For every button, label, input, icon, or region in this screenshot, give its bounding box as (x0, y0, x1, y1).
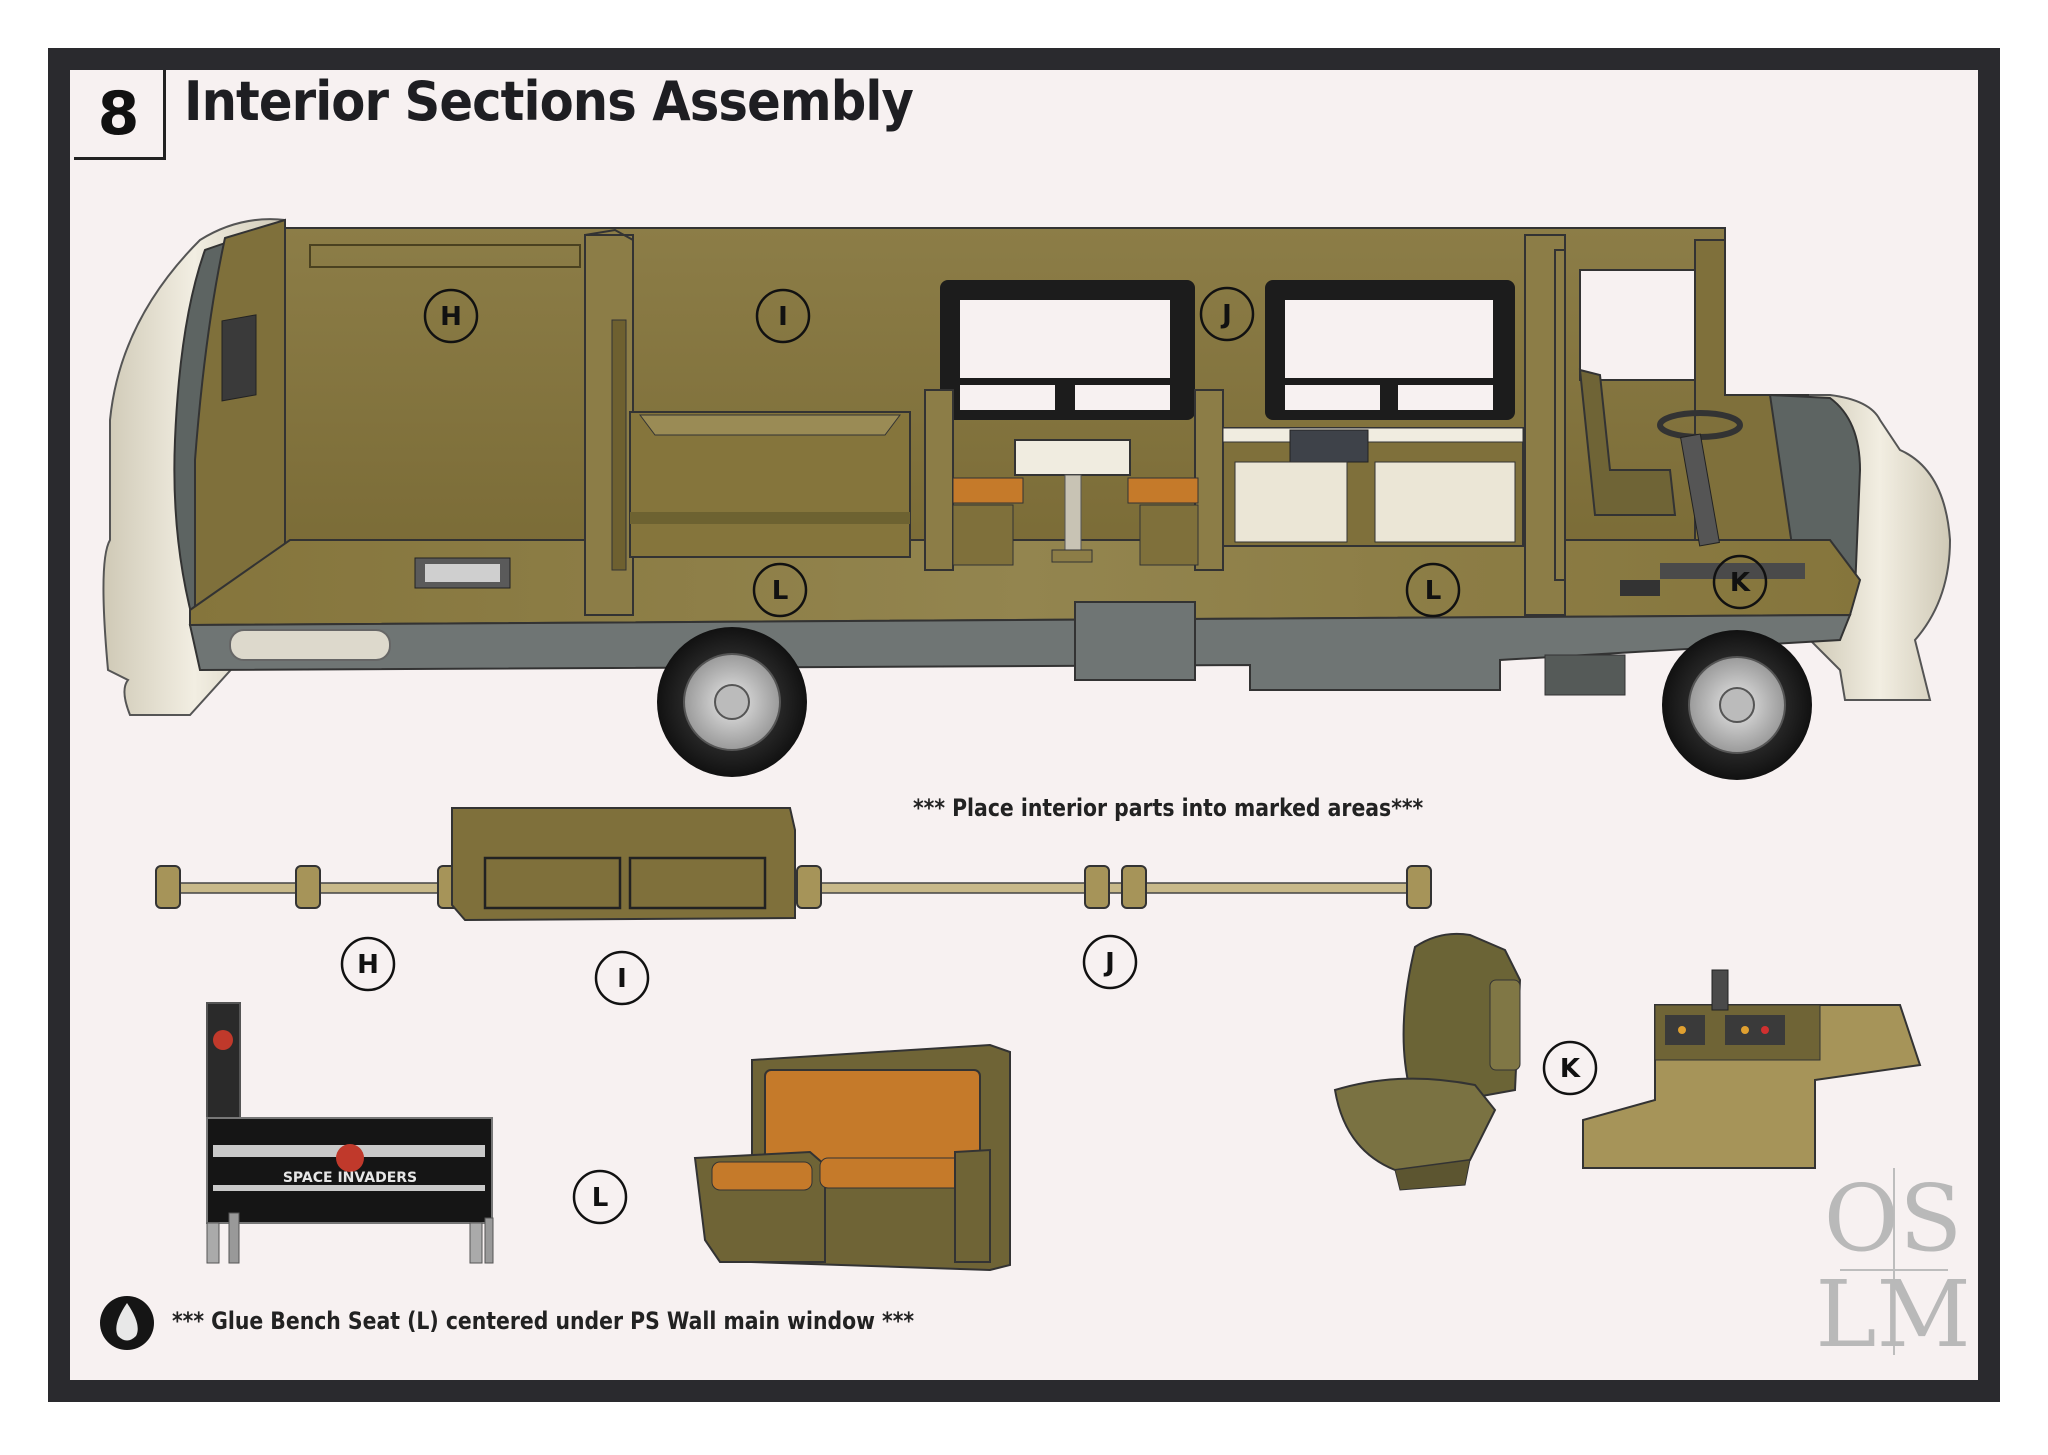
driver-seat-installed (1578, 368, 1677, 516)
callout-l-top-left: L (752, 562, 808, 618)
callout-j-part: J (1082, 934, 1138, 990)
dinette-back-left (924, 389, 954, 571)
svg-text:J: J (1103, 948, 1115, 978)
dinette-back-right (1194, 389, 1224, 571)
glue-drop-icon (100, 1296, 154, 1350)
callout-i-top: I (755, 288, 811, 344)
svg-text:LM: LM (1815, 1261, 1970, 1368)
svg-text:I: I (778, 302, 788, 332)
rear-window (221, 314, 257, 402)
callout-h-top: H (423, 288, 479, 344)
driver-seat-part (1333, 932, 1522, 1191)
callout-i-part: I (594, 950, 650, 1006)
pinball-marquee: SPACE INVADERS (283, 1170, 417, 1186)
callout-k-part: K (1542, 1040, 1598, 1096)
callout-l-top-right: L (1405, 562, 1461, 618)
svg-text:I: I (617, 964, 627, 994)
svg-text:L: L (592, 1183, 609, 1213)
svg-text:H: H (440, 302, 462, 332)
svg-text:H: H (357, 950, 379, 980)
wall-panel-i (451, 807, 796, 922)
callout-l-part: L (572, 1169, 628, 1225)
dinette-table (1014, 439, 1131, 476)
svg-text:K: K (1730, 568, 1751, 598)
svg-text:J: J (1220, 300, 1232, 330)
svg-text:L: L (772, 576, 789, 606)
svg-text:K: K (1560, 1054, 1581, 1084)
callout-h-part: H (340, 936, 396, 992)
part-callouts: H I J K L (340, 934, 1598, 1225)
pinball-machine-part: SPACE INVADERS (206, 1002, 494, 1264)
rear-wheel (657, 627, 807, 777)
bench-seat-part (693, 1043, 1011, 1272)
rv-cutaway (102, 218, 1952, 780)
page-title: Interior Sections Assembly (184, 70, 914, 133)
step-number: 8 (74, 70, 166, 160)
oslm-logo: OS LM (1815, 1165, 1970, 1368)
front-wheel (1662, 630, 1812, 780)
chassis (188, 613, 1852, 691)
bunk-unit (629, 411, 911, 558)
svg-text:OS: OS (1824, 1165, 1962, 1272)
callout-j-top: J (1199, 286, 1255, 342)
dashboard-part (1582, 969, 1922, 1169)
callout-k-top: K (1712, 554, 1768, 610)
svg-text:L: L (1425, 576, 1442, 606)
glue-note: *** Glue Bench Seat (L) centered under P… (172, 1307, 915, 1335)
wall-parts-rail (155, 807, 1432, 922)
placement-note: *** Place interior parts into marked are… (913, 794, 1424, 822)
rv-callouts: H I J L L K (423, 286, 1768, 618)
